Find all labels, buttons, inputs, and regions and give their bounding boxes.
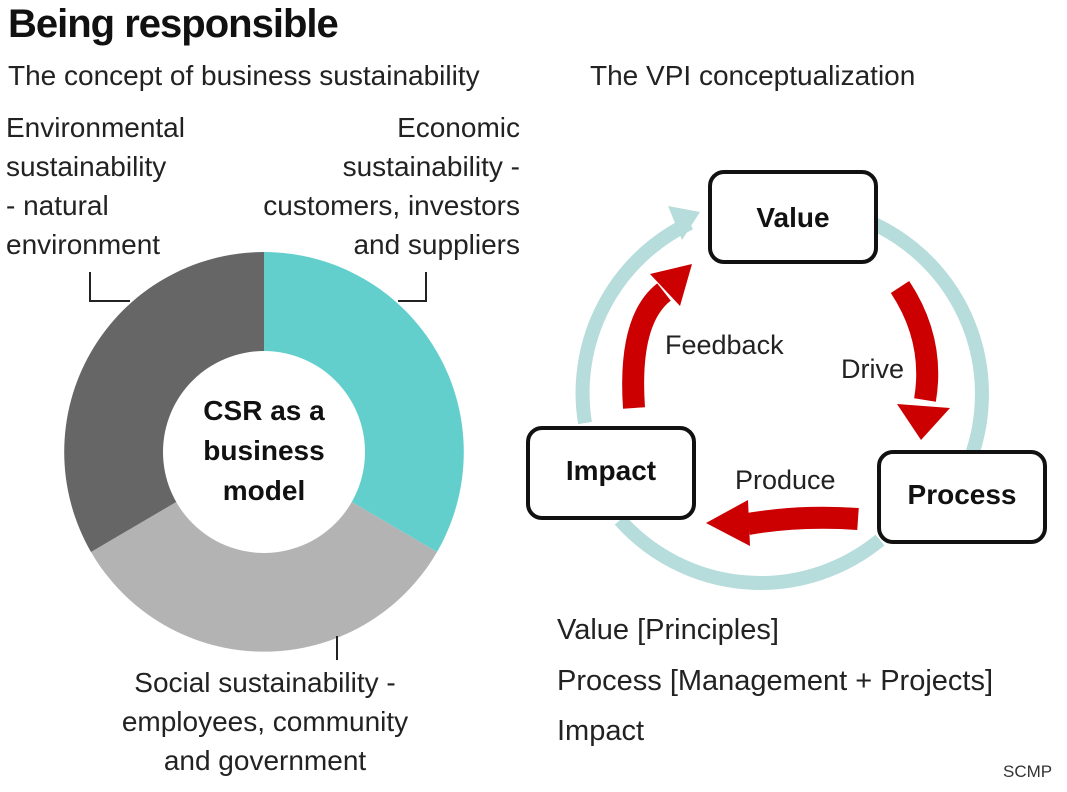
left-subtitle: The concept of business sustainability (8, 60, 480, 91)
economic-leader-line (398, 272, 427, 302)
cycle-ring (575, 216, 694, 425)
drive-label: Drive (841, 354, 904, 384)
legend-impact: Impact (557, 715, 645, 747)
right-subtitle: The VPI conceptualization (590, 60, 916, 91)
social-label: Social sustainability - employees, commu… (121, 667, 409, 776)
cycle-ring-segment (857, 211, 989, 463)
drive-arrow (890, 280, 939, 402)
value-node-label: Value (756, 202, 829, 233)
impact-node (526, 426, 696, 520)
donut-segment-economic (264, 252, 464, 552)
page-title: Being responsible (8, 2, 339, 46)
source-credit: SCMP (1003, 762, 1053, 781)
value-node (708, 170, 878, 264)
produce-arrow (746, 506, 859, 535)
process-node (877, 450, 1047, 544)
economic-label: Economic sustainability - customers, inv… (263, 112, 520, 260)
feedback-arrow (622, 283, 672, 409)
environmental-label: Environmental sustainability - natural e… (6, 112, 185, 260)
impact-node-label: Impact (566, 455, 656, 486)
environmental-leader-line (89, 272, 130, 302)
center-label-line-1: CSR as a (203, 395, 325, 426)
feedback-arrowhead (650, 264, 692, 306)
drive-arrowhead (897, 404, 950, 440)
donut-hole (163, 351, 365, 553)
produce-label: Produce (735, 465, 836, 495)
center-label-line-3: model (223, 475, 305, 506)
produce-arrowhead (706, 500, 750, 546)
vpi-cycle: Drive Produce Feedback Value Process Imp… (526, 170, 1047, 590)
center-label-line-2: business (203, 435, 324, 466)
legend-value: Value [Principles] (557, 614, 779, 646)
cycle-ring-segment-bottom (614, 515, 885, 590)
donut-segment-social (91, 481, 437, 652)
feedback-label: Feedback (665, 330, 784, 360)
legend-process: Process [Management + Projects] (557, 665, 994, 697)
process-node-label: Process (908, 479, 1017, 510)
cycle-ring-arrowhead (668, 206, 700, 240)
donut-segment-environmental (64, 252, 264, 552)
donut-chart: CSR as a business model (64, 252, 464, 652)
